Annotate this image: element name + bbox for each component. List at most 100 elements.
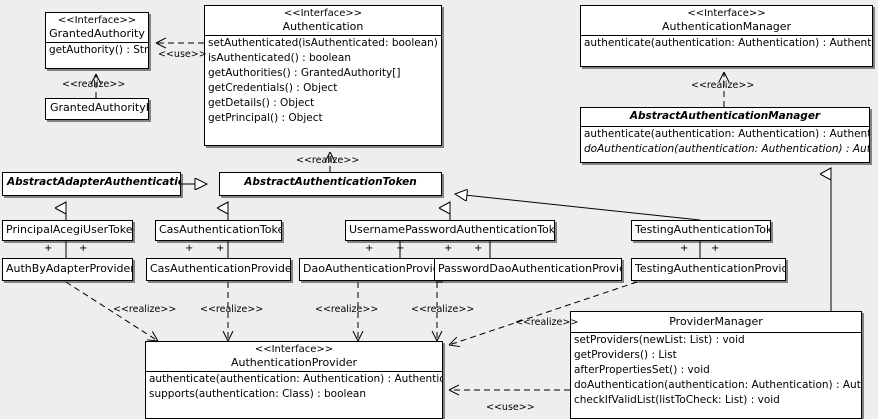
class-username-password-authentication-token[interactable]: UsernamePasswordAuthenticationToken	[345, 220, 555, 241]
class-name: TestingAuthenticationProvider	[635, 262, 786, 275]
operation-row: afterPropertiesSet() : void	[574, 364, 710, 376]
edge-label-realize-passworddaoauthenticationprovider: <<realize>>	[411, 304, 475, 315]
edge-label-realize-daoauthenticationprovider: <<realize>>	[315, 304, 379, 315]
operations-compartment: setAuthenticated(isAuthenticated: boolea…	[205, 35, 441, 126]
class-name: Authentication	[282, 20, 364, 33]
generalization-testing-token	[455, 194, 701, 221]
class-principal-acegi-user-token[interactable]: PrincipalAcegiUserToken	[2, 220, 133, 241]
operation-row: checkIfValidList(listToCheck: List) : vo…	[574, 394, 780, 406]
class-name: TestingAuthenticationToken	[635, 223, 771, 236]
edge-label-realize-casauthenticationprovider: <<realize>>	[200, 304, 264, 315]
association-adornment-plus: +	[79, 243, 88, 254]
operation-row: setAuthenticated(isAuthenticated: boolea…	[208, 37, 441, 49]
class-name: AbstractAuthenticationManager	[629, 110, 821, 122]
class-stereotype: <<Interface>>	[57, 15, 137, 26]
class-granted-authority-impl[interactable]: GrantedAuthorityImpl	[45, 98, 149, 120]
class-name: GrantedAuthorityImpl	[50, 101, 149, 114]
association-adornment-plus: +	[365, 243, 374, 254]
class-header: AuthByAdapterProvider	[3, 259, 132, 278]
class-abstract-authentication-token[interactable]: AbstractAuthenticationToken	[219, 172, 442, 196]
class-name: CasAuthenticationToken	[159, 223, 282, 236]
edge-label-use-providermanager: <<use>>	[486, 402, 535, 413]
class-name: CasAuthenticationProvider	[150, 262, 291, 275]
class-auth-by-adapter-provider[interactable]: AuthByAdapterProvider	[2, 258, 133, 281]
class-name: AbstractAdapterAuthenticationToken	[7, 176, 180, 188]
operation-row: setProviders(newList: List) : void	[574, 334, 745, 346]
class-header: AbstractAuthenticationToken	[220, 173, 441, 192]
operation-row: doAuthentication(authentication: Authent…	[584, 143, 870, 155]
operations-compartment: authenticate(authentication: Authenticat…	[581, 35, 872, 51]
class-abstract-adapter-authentication-token[interactable]: AbstractAdapterAuthenticationToken	[2, 172, 181, 196]
operation-row: authenticate(authentication: Authenticat…	[584, 128, 870, 140]
association-adornment-plus: +	[44, 243, 53, 254]
class-header: DaoAuthenticationProvider	[300, 259, 440, 278]
class-authentication-manager[interactable]: <<Interface>> AuthenticationManager auth…	[580, 5, 873, 67]
edge-label-realize-providermanager: <<realize>>	[515, 317, 579, 328]
operation-row: isAuthenticated() : boolean	[208, 52, 351, 64]
class-authentication[interactable]: <<Interface>> Authentication setAuthenti…	[204, 5, 442, 146]
operation-row: getAuthority() : String	[49, 44, 149, 56]
operation-row: supports(authentication: Class) : boolea…	[149, 388, 366, 400]
class-testing-authentication-token[interactable]: TestingAuthenticationToken	[631, 220, 771, 241]
class-header: <<Interface>> AuthenticationProvider	[146, 342, 442, 371]
class-header: GrantedAuthorityImpl	[46, 99, 148, 116]
operation-row: authenticate(authentication: Authenticat…	[584, 37, 872, 49]
class-header: PrincipalAcegiUserToken	[3, 221, 132, 238]
operation-row: authenticate(authentication: Authenticat…	[149, 373, 443, 385]
class-stereotype: <<Interface>>	[254, 344, 334, 355]
operation-row: getCredentials() : Object	[208, 82, 338, 94]
edge-label-use-authentication-grantedauthority: <<use>>	[158, 49, 207, 60]
class-stereotype: <<Interface>>	[283, 8, 363, 19]
operation-row: getPrincipal() : Object	[208, 112, 323, 124]
class-name: DaoAuthenticationProvider	[303, 262, 441, 275]
class-header: CasAuthenticationProvider	[147, 259, 290, 278]
association-adornment-plus: +	[444, 243, 453, 254]
class-header: <<Interface>> AuthenticationManager	[581, 6, 872, 35]
edge-label-realize-abstractauthenticationmanager: <<realize>>	[691, 80, 755, 91]
class-dao-authentication-provider[interactable]: DaoAuthenticationProvider	[299, 258, 441, 281]
class-name: PasswordDaoAuthenticationProvider	[438, 262, 622, 275]
class-name: ProviderManager	[669, 315, 763, 328]
operation-row: getDetails() : Object	[208, 97, 315, 109]
class-header: <<Interface>> GrantedAuthority	[46, 13, 148, 42]
class-cas-authentication-token[interactable]: CasAuthenticationToken	[155, 220, 282, 241]
class-header: UsernamePasswordAuthenticationToken	[346, 221, 554, 238]
class-password-dao-authentication-provider[interactable]: PasswordDaoAuthenticationProvider	[434, 258, 622, 281]
class-abstract-authentication-manager[interactable]: AbstractAuthenticationManager authentica…	[580, 107, 870, 163]
class-header: TestingAuthenticationProvider	[632, 259, 785, 278]
association-adornment-plus: +	[396, 243, 405, 254]
class-granted-authority[interactable]: <<Interface>> GrantedAuthority getAuthor…	[45, 12, 149, 69]
class-authentication-provider[interactable]: <<Interface>> AuthenticationProvider aut…	[145, 341, 443, 419]
class-testing-authentication-provider[interactable]: TestingAuthenticationProvider	[631, 258, 786, 281]
class-header: AbstractAuthenticationManager	[581, 108, 869, 126]
operation-row: getAuthorities() : GrantedAuthority[]	[208, 67, 401, 79]
operations-compartment: getAuthority() : String	[46, 42, 148, 58]
class-name: PrincipalAcegiUserToken	[6, 223, 133, 236]
class-name: AuthenticationManager	[662, 20, 791, 33]
class-cas-authentication-provider[interactable]: CasAuthenticationProvider	[146, 258, 291, 281]
class-name: AuthenticationProvider	[230, 356, 358, 369]
class-stereotype: <<Interface>>	[687, 8, 766, 19]
class-name: AuthByAdapterProvider	[6, 262, 133, 275]
operation-row: getProviders() : List	[574, 349, 677, 361]
class-name: GrantedAuthority	[49, 27, 145, 40]
class-header: ProviderManager	[571, 312, 861, 332]
association-adornment-plus: +	[680, 243, 689, 254]
association-adornment-plus: +	[216, 243, 225, 254]
class-name: UsernamePasswordAuthenticationToken	[349, 223, 555, 236]
operations-compartment: authenticate(authentication: Authenticat…	[581, 126, 869, 157]
class-header: TestingAuthenticationToken	[632, 221, 770, 238]
operations-compartment: setProviders(newList: List) : void getPr…	[571, 332, 861, 408]
class-header: PasswordDaoAuthenticationProvider	[435, 259, 621, 278]
association-adornment-plus: +	[474, 243, 483, 254]
class-name: AbstractAuthenticationToken	[244, 176, 417, 188]
class-header: CasAuthenticationToken	[156, 221, 281, 238]
operation-row: doAuthentication(authentication: Authent…	[574, 379, 861, 391]
class-header: AbstractAdapterAuthenticationToken	[3, 173, 180, 192]
class-provider-manager[interactable]: ProviderManager setProviders(newList: Li…	[570, 311, 862, 419]
operations-compartment: authenticate(authentication: Authenticat…	[146, 371, 442, 402]
association-adornment-plus: +	[711, 243, 720, 254]
edge-label-realize-abstractauthenticationtoken: <<realize>>	[296, 155, 360, 166]
association-adornment-plus: +	[185, 243, 194, 254]
class-header: <<Interface>> Authentication	[205, 6, 441, 35]
